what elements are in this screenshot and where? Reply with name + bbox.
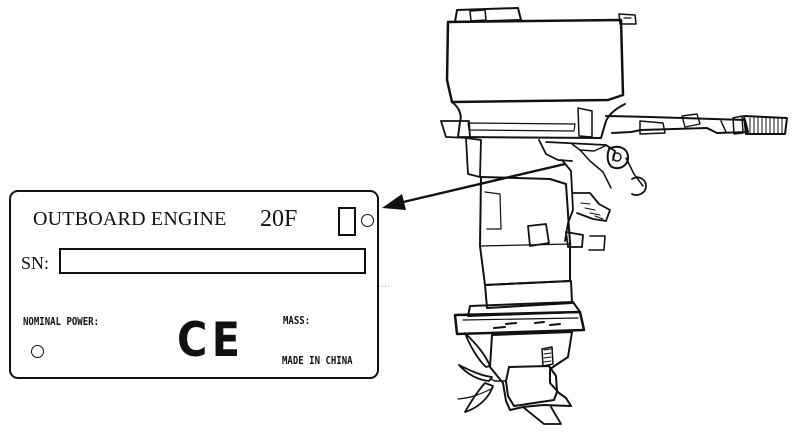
made-in-label: MADE IN CHINA [282,354,353,367]
arrow-pointer-icon [382,162,566,210]
plate-model: 20F [260,206,298,232]
sn-label: SN: [21,253,50,273]
ce-mark: CE [177,313,245,368]
mounting-hole-icon [361,214,374,227]
plate-title: OUTBOARD ENGINE [33,208,227,230]
mass-label: MASS: [283,314,311,327]
nameplate: OUTBOARD ENGINE 20F SN: NOMINAL POWER: M… [9,190,379,379]
serial-number-field [59,248,366,274]
outboard-engine-icon [440,7,788,425]
plate-box-icon [338,207,356,236]
nominal-power-label: NOMINAL POWER: [23,315,100,328]
mounting-hole-icon [31,345,44,358]
